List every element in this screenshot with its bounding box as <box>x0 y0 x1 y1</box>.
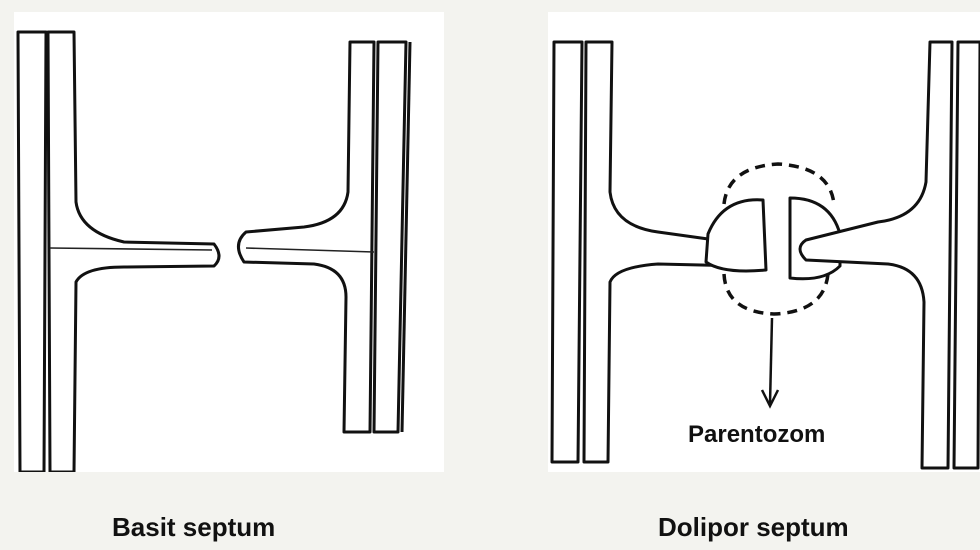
parentozom-label: Parentozom <box>688 421 825 448</box>
dolipor-septum-drawing: Parentozom <box>548 12 980 472</box>
right-septum-half <box>238 42 374 432</box>
parentozom-lower <box>724 274 828 314</box>
basit-septum-panel <box>14 12 444 472</box>
left-hypha-wall <box>552 42 582 462</box>
parentozom-upper <box>724 164 834 204</box>
left-dolipore-swelling <box>706 200 766 271</box>
dolipor-septum-caption: Dolipor septum <box>658 512 849 543</box>
left-septum-half <box>48 32 219 472</box>
right-hypha-wall <box>954 42 980 468</box>
dolipor-septum-panel: Parentozom <box>548 12 980 472</box>
right-septum-half <box>800 42 952 468</box>
annotation-arrow <box>770 318 772 404</box>
basit-septum-caption: Basit septum <box>112 512 275 543</box>
right-hypha-wall <box>374 42 406 432</box>
left-hypha-wall <box>18 32 46 472</box>
basit-septum-drawing <box>14 12 444 472</box>
